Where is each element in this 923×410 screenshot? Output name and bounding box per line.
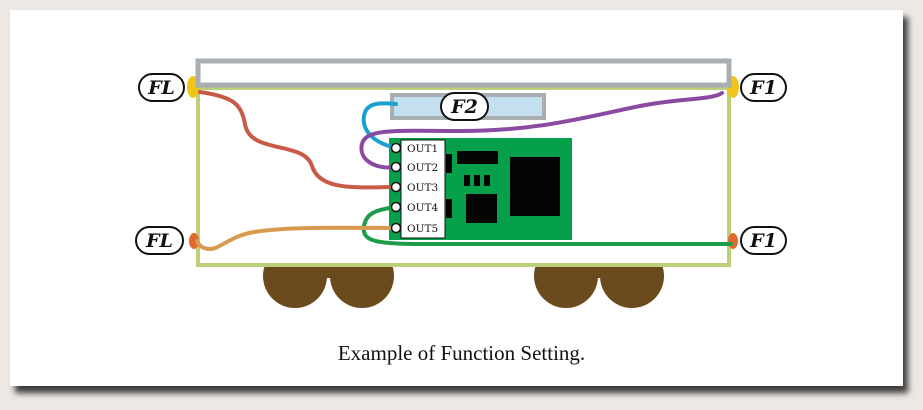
pin-label-out2: OUT2 xyxy=(407,162,438,174)
label-f1-top: F1 xyxy=(749,77,777,99)
pin-label-out5: OUT5 xyxy=(407,223,438,235)
label-f1-bottom: F1 xyxy=(749,230,777,252)
pin-label-out3: OUT3 xyxy=(407,182,438,194)
wire-out1 xyxy=(361,101,398,150)
lamp-fl-bottom xyxy=(189,233,199,249)
chip-tiny-a xyxy=(446,154,452,173)
pill-f1-top xyxy=(740,73,787,102)
wire-out5 xyxy=(195,225,398,252)
pin-out4 xyxy=(390,201,402,213)
chip-small-top xyxy=(457,151,498,164)
wire-out2 xyxy=(359,91,724,170)
wire-out3 xyxy=(198,90,398,190)
pill-f2 xyxy=(440,92,489,121)
roof-light-bar xyxy=(195,58,732,88)
chip-square xyxy=(466,194,497,223)
chip-main xyxy=(510,157,560,216)
pin-out5 xyxy=(390,222,402,234)
function-labels: FL F1 F2 FL F1 xyxy=(135,73,787,255)
output-pins: OUT1 OUT2 OUT3 OUT4 OUT5 xyxy=(390,142,438,235)
pin-label-out1: OUT1 xyxy=(407,143,438,155)
pin-strip xyxy=(400,139,446,239)
pill-f1-bottom xyxy=(740,226,787,255)
lamp-f1-bottom xyxy=(728,233,738,249)
wires xyxy=(195,90,733,252)
label-f2: F2 xyxy=(450,96,478,118)
chip-tiny-b xyxy=(446,199,452,218)
pin-label-out4: OUT4 xyxy=(407,202,438,214)
pin-out1 xyxy=(390,142,402,154)
pill-fl-top xyxy=(138,73,185,102)
decoder-board xyxy=(389,138,572,240)
figure-caption: Example of Function Setting. xyxy=(337,341,586,365)
chip-leg-2 xyxy=(474,175,480,186)
chip-leg-3 xyxy=(484,175,490,186)
pin-out3 xyxy=(390,181,402,193)
pin-out2 xyxy=(390,161,402,173)
pill-fl-bottom xyxy=(135,226,184,255)
label-fl-bottom: FL xyxy=(145,230,173,252)
chip-leg-1 xyxy=(464,175,470,186)
label-fl-top: FL xyxy=(147,77,175,99)
